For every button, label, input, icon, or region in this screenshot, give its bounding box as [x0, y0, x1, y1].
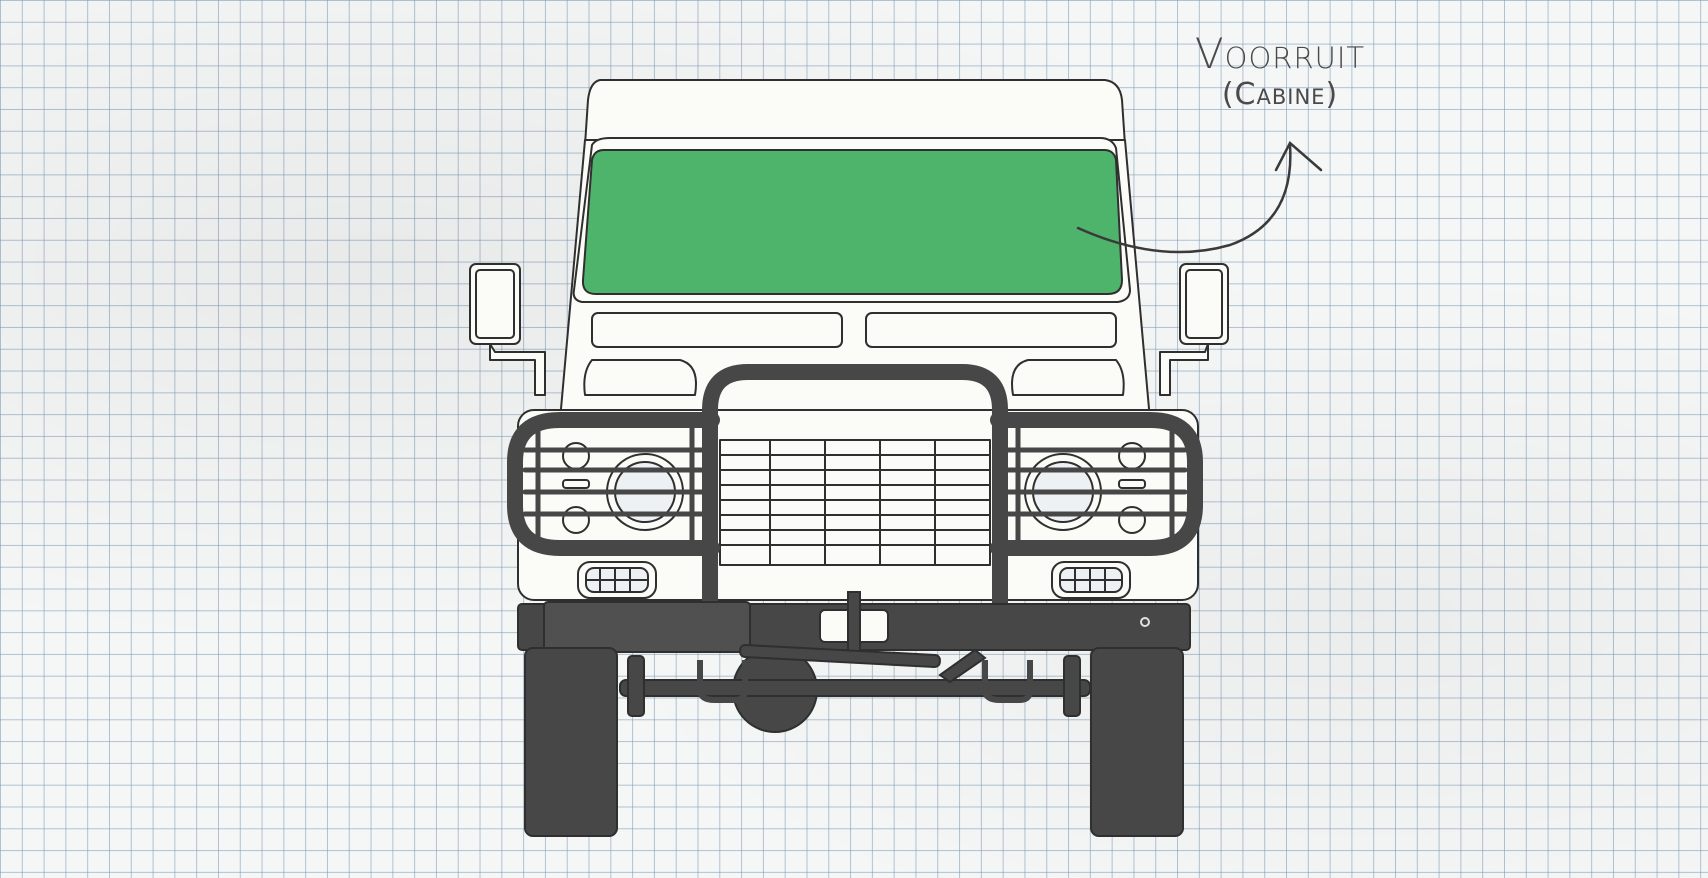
callout-label: Voorruit (Cabine): [1170, 30, 1390, 112]
bonnet-right: [1011, 359, 1125, 396]
windshield-highlight: [581, 149, 1124, 295]
bonnet-left: [583, 359, 697, 396]
front-bumper: [517, 591, 1191, 659]
cabin-roof: [584, 79, 1126, 146]
left-vent-panel: [591, 312, 843, 348]
right-fog-light: [1051, 561, 1131, 599]
left-tyre: [524, 647, 618, 837]
left-mirror: [469, 263, 546, 396]
right-mirror: [1159, 263, 1229, 396]
callout-title: Voorruit: [1194, 29, 1366, 78]
left-fog-light: [577, 561, 657, 599]
right-tyre: [1090, 647, 1184, 837]
axle: [619, 644, 1091, 733]
right-vent-panel: [865, 312, 1117, 348]
grille: [719, 439, 991, 566]
bull-bar: [507, 364, 1203, 618]
callout-subtitle: (Cabine): [1221, 77, 1339, 112]
curved-arrow-icon: [1076, 141, 1323, 254]
